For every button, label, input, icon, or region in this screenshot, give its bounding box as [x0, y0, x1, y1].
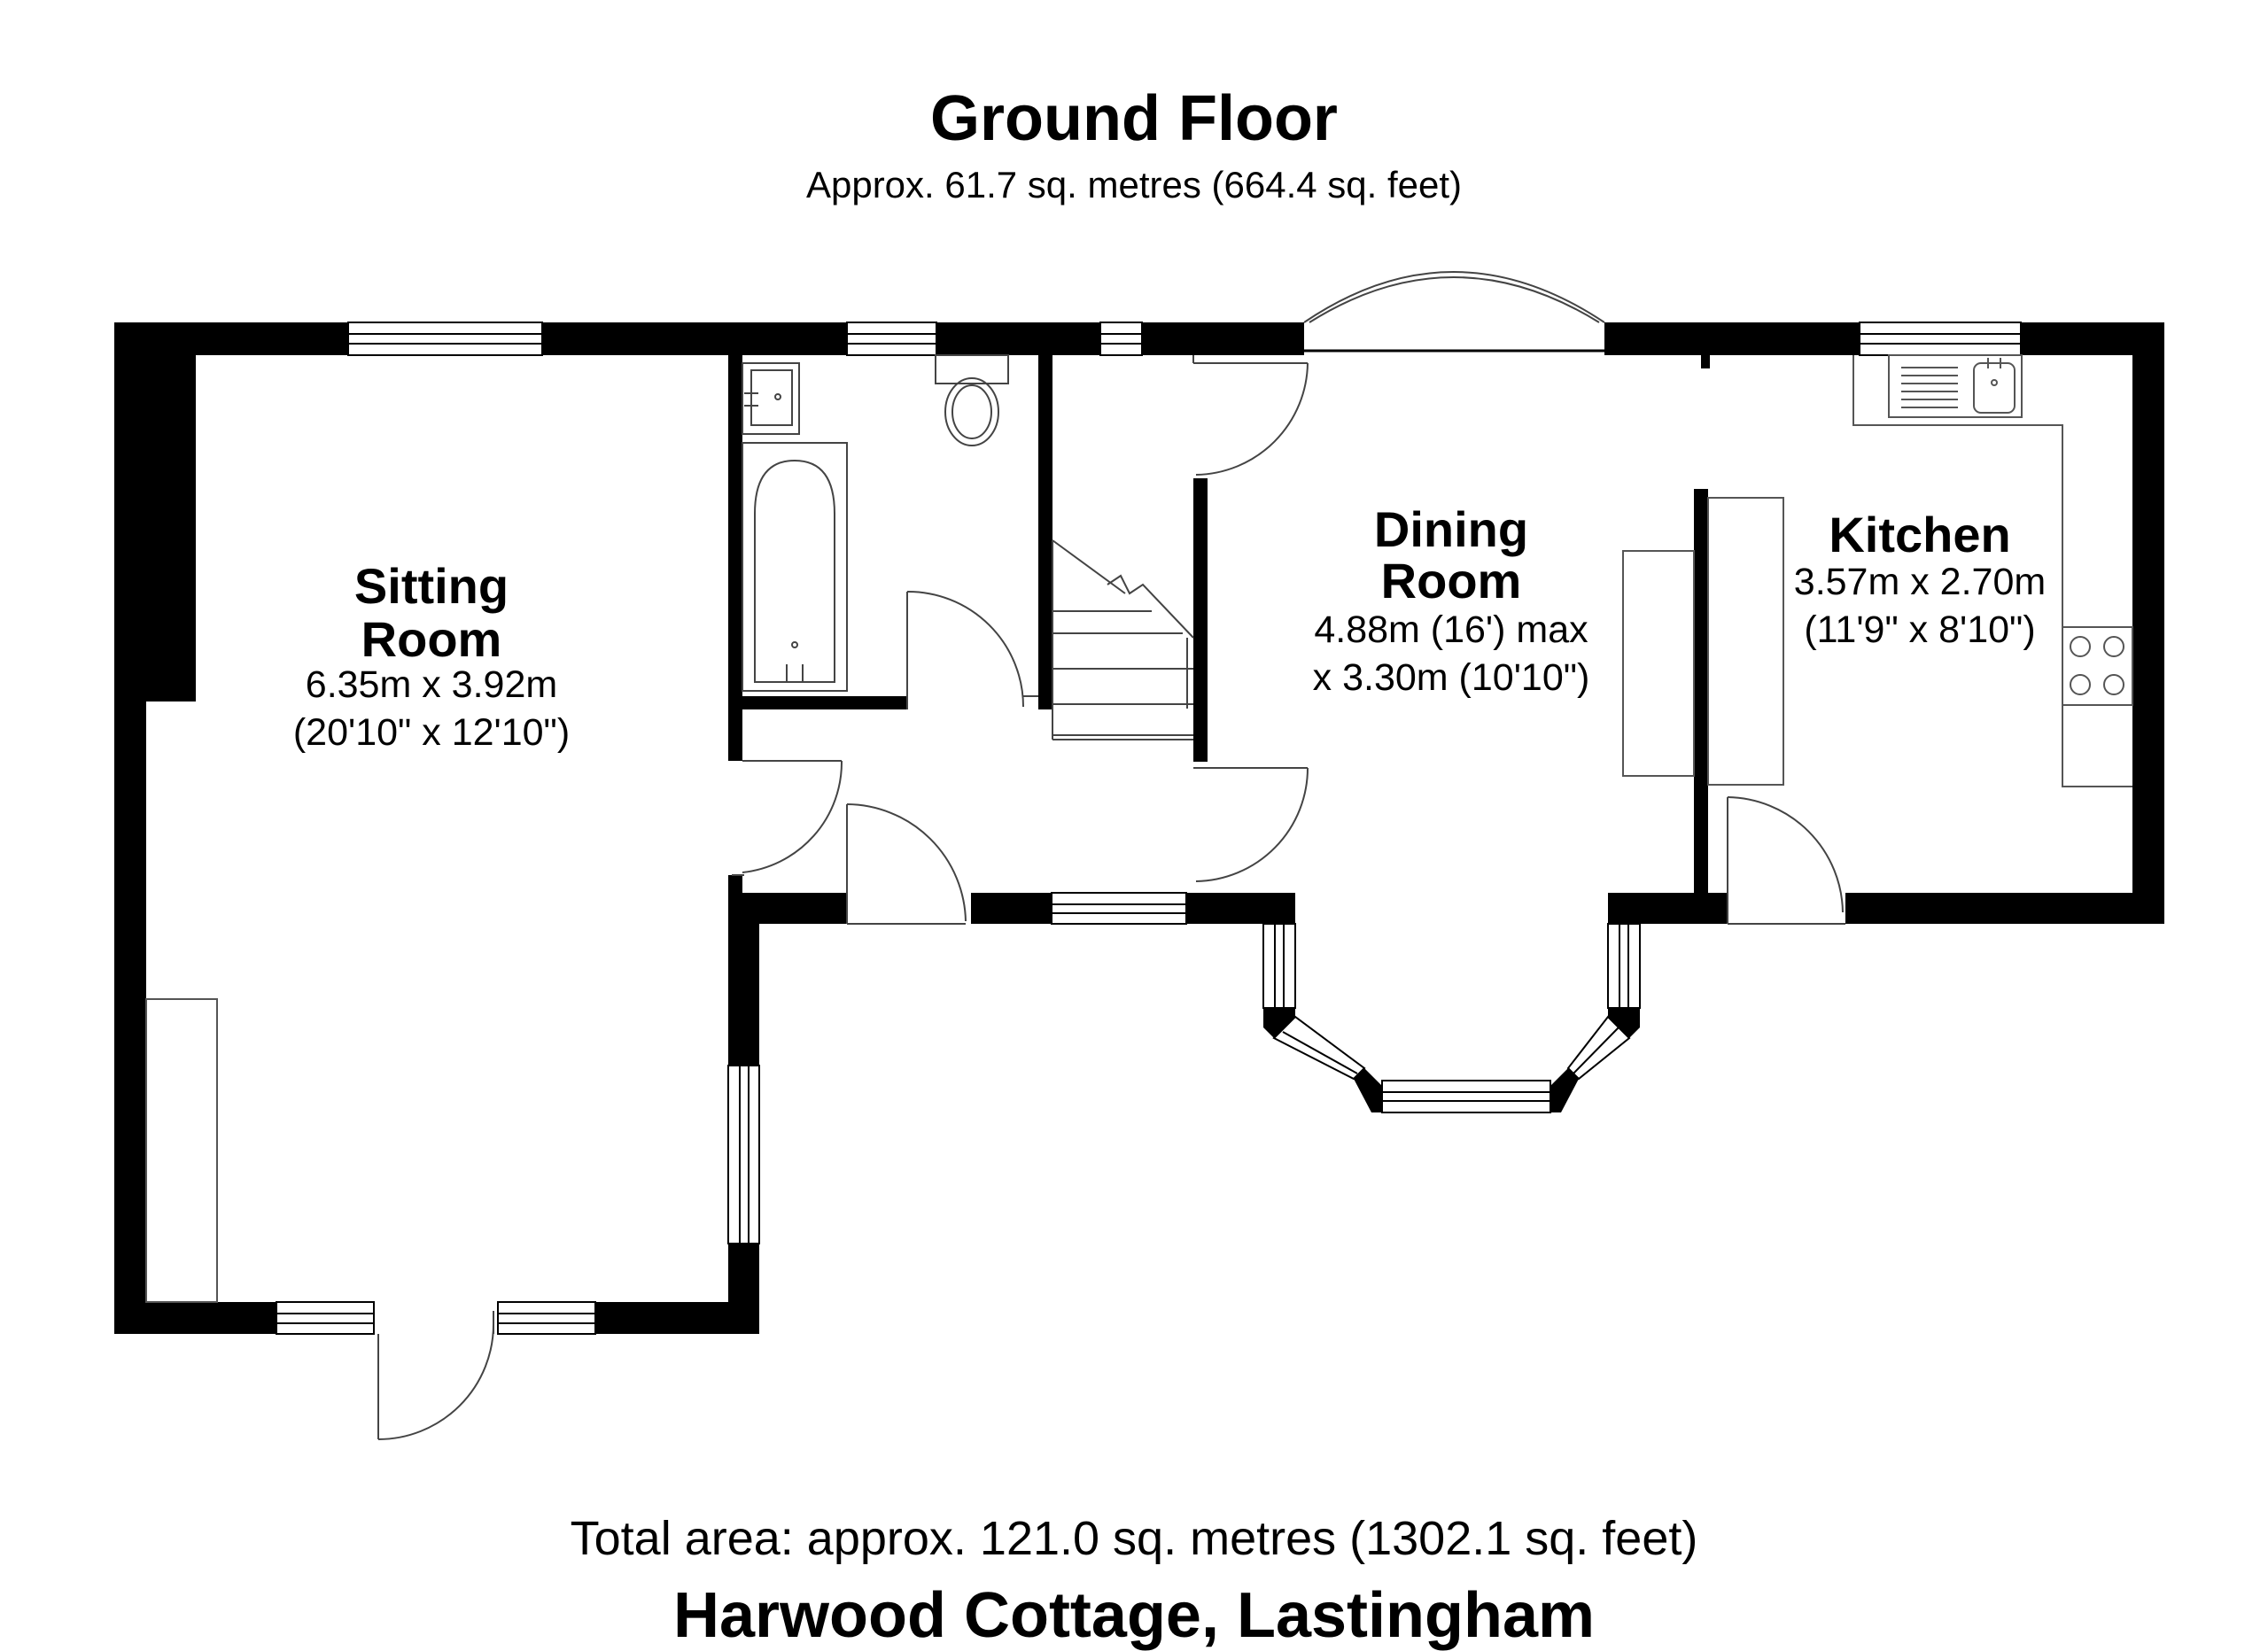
- door-sitting-corridor: [732, 760, 843, 876]
- sitting-cabinet: [145, 998, 218, 1303]
- door-dining-lower: [1193, 767, 1309, 882]
- window-sitting-side: [727, 1065, 760, 1244]
- total-area: Total area: approx. 121.0 sq. metres (13…: [570, 1512, 1698, 1565]
- basin: [742, 362, 800, 435]
- window-sitting-top: [347, 322, 543, 356]
- door-bathroom: [906, 590, 1038, 709]
- door-kitchen: [1727, 796, 1845, 925]
- dining-sideboard: [1622, 550, 1695, 777]
- kitchen-fixtures: [1707, 354, 2133, 787]
- stairs: [1052, 539, 1194, 740]
- window-bay-front: [1381, 1080, 1551, 1113]
- dining-room-dim-line1: 4.88m (16') max: [1314, 608, 1588, 651]
- window-bay-diag-right: [1566, 1015, 1631, 1081]
- window-bay-left: [1262, 923, 1296, 1009]
- window-bay-diag-left: [1272, 1015, 1366, 1081]
- sitting-room-dim-metric: 6.35m x 3.92m: [305, 663, 558, 706]
- window-corridor: [1051, 892, 1187, 925]
- window-small-top: [1099, 322, 1143, 356]
- window-bath-top: [846, 322, 937, 356]
- property-name: Harwood Cottage, Lastingham: [672, 1580, 1596, 1651]
- kitchen-dim-imperial: (11'9" x 8'10"): [1804, 608, 2036, 651]
- floor-area-subtitle: Approx. 61.7 sq. metres (664.4 sq. feet): [805, 164, 1463, 205]
- windows: [276, 322, 2022, 1335]
- bow-window: [1303, 271, 1605, 353]
- kitchen-dim-metric: 3.57m x 2.70m: [1793, 561, 2047, 603]
- sitting-room-dim-imperial: (20'10" x 12'10"): [292, 711, 571, 754]
- kitchen-sink: [1888, 354, 2023, 418]
- walls: [114, 322, 2164, 1334]
- sitting-room-name-line1: Sitting: [353, 558, 509, 614]
- doors: [377, 355, 1845, 1440]
- kitchen-name: Kitchen: [1829, 507, 2011, 562]
- toilet: [935, 354, 1009, 446]
- door-dining-top: [1192, 355, 1309, 476]
- kitchen-hob: [2062, 626, 2133, 706]
- window-sitting-bottom-left: [276, 1301, 375, 1335]
- window-bay-right: [1607, 923, 1641, 1009]
- dining-room-name-line2: Room: [1380, 553, 1522, 608]
- bath: [742, 442, 848, 692]
- door-cupboard: [846, 803, 967, 925]
- window-kitchen-top: [1859, 322, 2022, 356]
- floor-title: Ground Floor: [930, 83, 1338, 154]
- door-front: [377, 1311, 494, 1440]
- dining-room-name-line1: Dining: [1373, 501, 1529, 557]
- dining-room-dim-line2: x 3.30m (10'10"): [1312, 656, 1590, 699]
- window-sitting-bottom-right: [497, 1301, 596, 1335]
- sitting-room-name-line2: Room: [361, 611, 502, 667]
- bathroom-fixtures: [742, 354, 1009, 692]
